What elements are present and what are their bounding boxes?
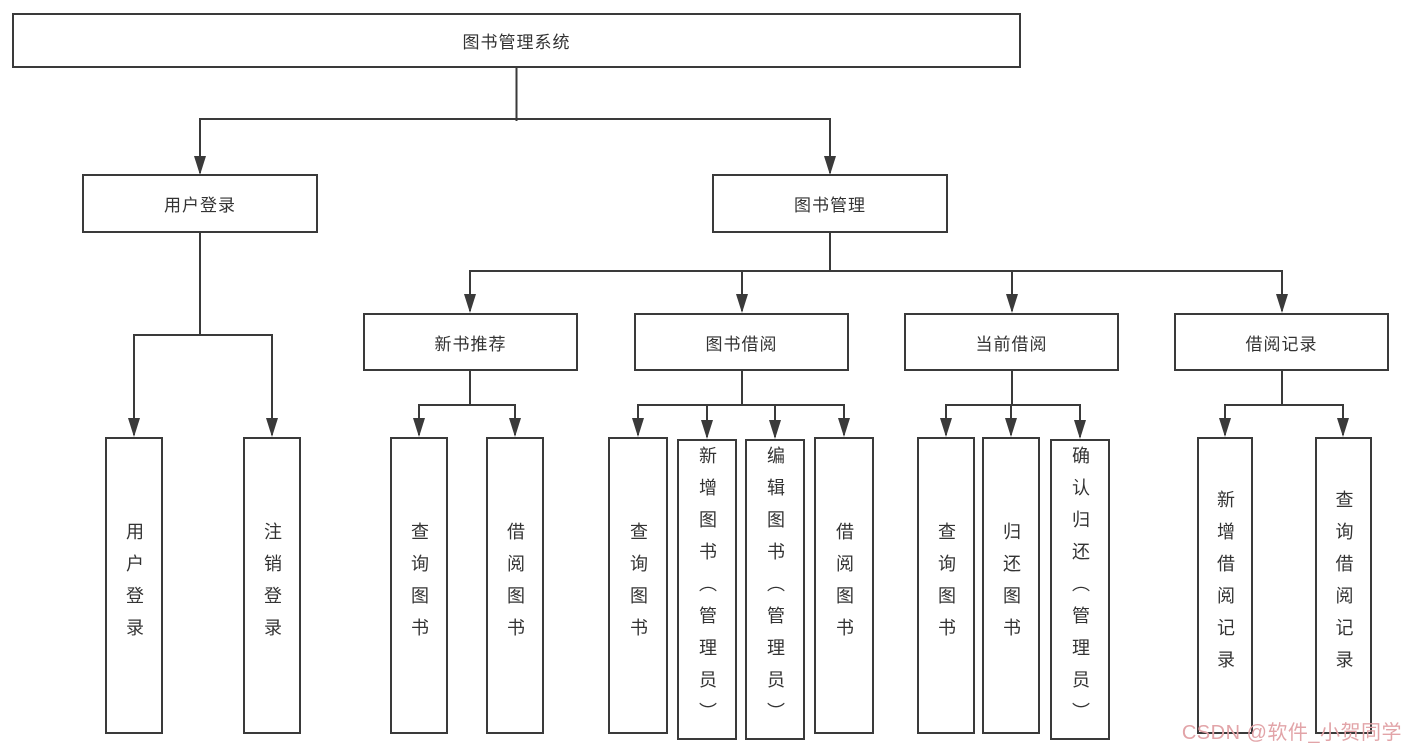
leaf-edit-books-admin: 编辑图书（管理员）	[745, 439, 805, 740]
node-current-borrow: 当前借阅	[904, 313, 1119, 371]
node-new-book-recommend: 新书推荐	[363, 313, 578, 371]
node-borrow-record: 借阅记录	[1174, 313, 1389, 371]
leaf-query-books: 查询图书	[390, 437, 448, 734]
leaf-return-books: 归还图书	[982, 437, 1040, 734]
leaf-add-borrow-record: 新增借阅记录	[1197, 437, 1253, 734]
connectors-new-book-recommend	[413, 370, 521, 437]
connectors-borrow-record	[1219, 370, 1349, 437]
node-book-borrow: 图书借阅	[634, 313, 849, 371]
node-library-management-system: 图书管理系统	[12, 13, 1021, 68]
leaf-logout: 注销登录	[243, 437, 301, 734]
leaf-query-books-current: 查询图书	[917, 437, 975, 734]
connectors-user-login	[128, 232, 278, 437]
leaf-borrow-books-borrow: 借阅图书	[814, 437, 874, 734]
node-book-management: 图书管理	[712, 174, 948, 233]
node-user-login: 用户登录	[82, 174, 318, 233]
leaf-borrow-books: 借阅图书	[486, 437, 544, 734]
csdn-watermark: CSDN @软件_小贺同学	[1181, 722, 1402, 744]
leaf-add-books-admin: 新增图书（管理员）	[677, 439, 737, 740]
connectors-book-borrow	[632, 370, 850, 439]
leaf-confirm-return-admin: 确认归还（管理员）	[1050, 439, 1110, 740]
leaf-query-borrow-record: 查询借阅记录	[1315, 437, 1372, 734]
leaf-query-books-borrow: 查询图书	[608, 437, 668, 734]
leaf-user-login: 用户登录	[105, 437, 163, 734]
connectors-current-borrow	[940, 370, 1086, 439]
connectors-book-management	[464, 232, 1288, 313]
connectors-root	[194, 67, 836, 175]
